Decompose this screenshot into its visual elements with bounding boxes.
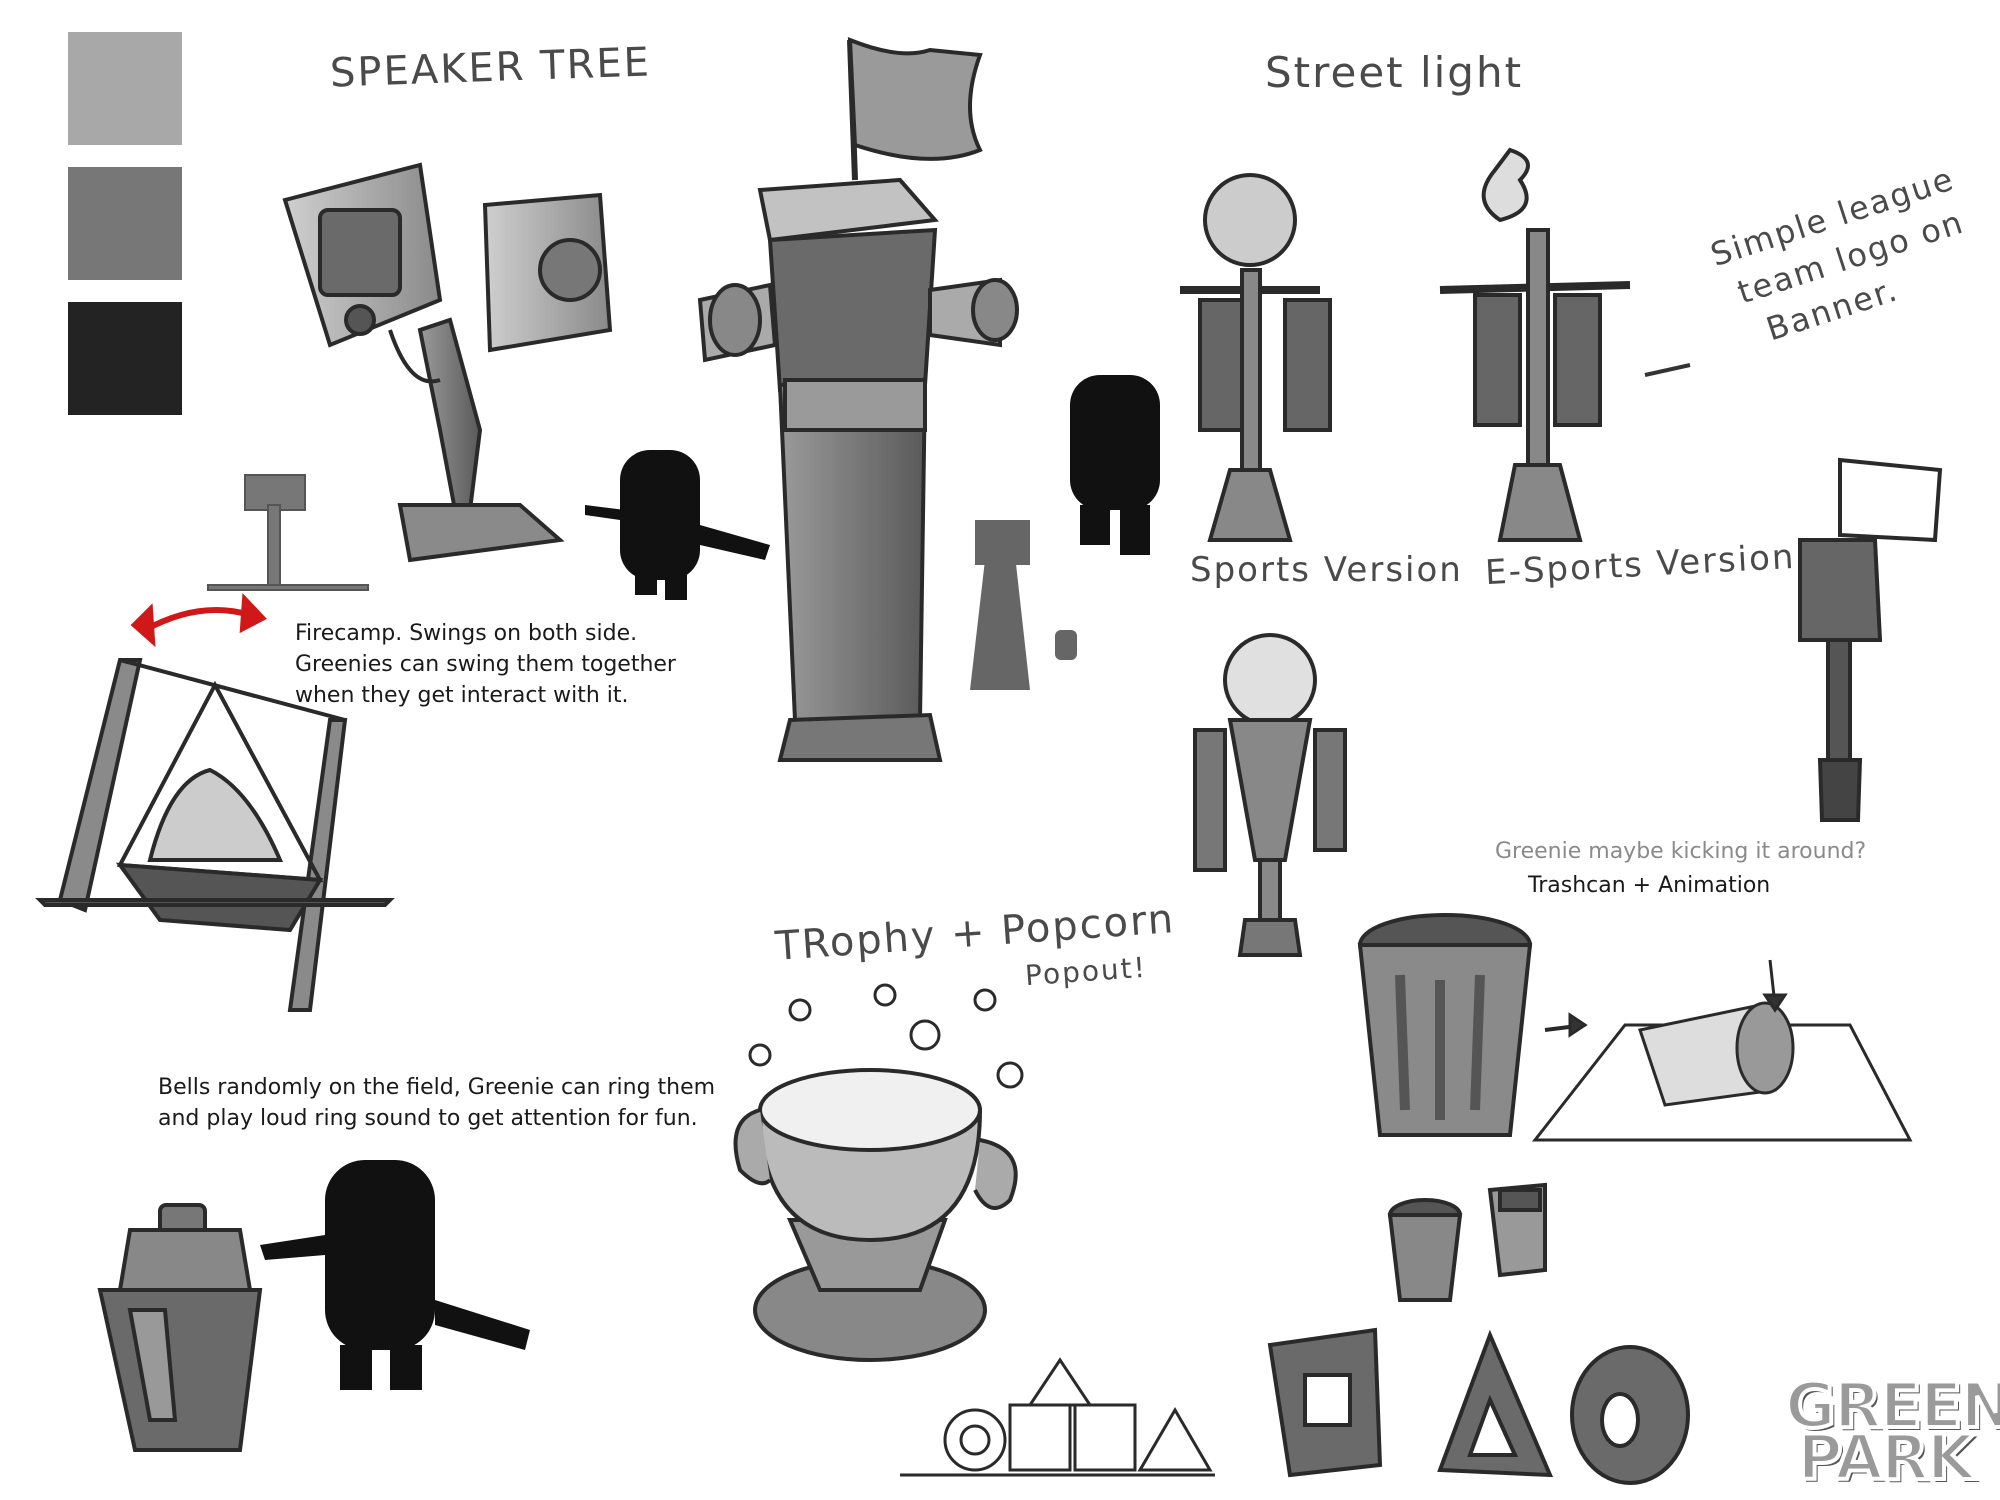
trophy-popcorn-sketch — [733, 983, 1024, 1362]
swatch-mid — [68, 167, 182, 280]
greenie-silhouette-1 — [585, 450, 770, 600]
swatch-light — [68, 32, 182, 145]
swatch-dark — [68, 302, 182, 415]
sports-version-label: Sports Version — [1190, 550, 1463, 590]
trashcan-kick-animation — [1531, 959, 1913, 1142]
speaker-tree-sketch — [282, 162, 613, 563]
shape-blocks — [1267, 1327, 1690, 1485]
green-park-logo: GREEN PARK — [1783, 1369, 2000, 1494]
megaphone-tower-sketch — [697, 36, 1019, 762]
trashcan-sketch — [1357, 913, 1533, 1137]
speaker-tree-thumbnail — [207, 474, 369, 591]
firecamp-note: Firecamp. Swings on both side. Greenies … — [295, 618, 676, 711]
flag-lamp-post — [1798, 457, 1943, 822]
firecamp-note-line-1: Firecamp. Swings on both side. — [295, 621, 638, 646]
greenie-silhouette-3 — [260, 1160, 530, 1390]
street-light-title: Street light — [1265, 48, 1524, 97]
firecamp-note-line-3: when they get interact with it. — [295, 683, 629, 708]
firecamp-swing-sketch — [35, 658, 395, 1012]
trash-label: Trashcan + Animation — [1528, 873, 1771, 898]
bells-note-line-1: Bells randomly on the field, Greenie can… — [158, 1075, 716, 1100]
logo-line-1: GREEN — [1783, 1369, 2000, 1442]
firecamp-note-line-2: Greenies can swing them together — [295, 652, 676, 677]
greenie-silhouette-2 — [1070, 375, 1160, 555]
bell-sketch — [97, 1203, 263, 1452]
mini-trashcans — [1387, 1182, 1547, 1302]
logo-line-2: PARK — [1795, 1421, 1977, 1494]
trash-question: Greenie maybe kicking it around? — [1495, 839, 1867, 864]
megaphone-tower-thumbnail — [970, 520, 1077, 690]
street-light-orb — [1193, 633, 1347, 957]
shape-blocks-sketch — [900, 1357, 1215, 1477]
double-arrow-icon — [130, 592, 267, 648]
street-light-sports — [1180, 173, 1332, 542]
bells-note: Bells randomly on the field, Greenie can… — [158, 1072, 715, 1134]
banner-pointer-line — [1644, 363, 1691, 377]
bells-note-line-2: and play loud ring sound to get attentio… — [158, 1106, 698, 1131]
street-light-esports — [1439, 147, 1631, 542]
